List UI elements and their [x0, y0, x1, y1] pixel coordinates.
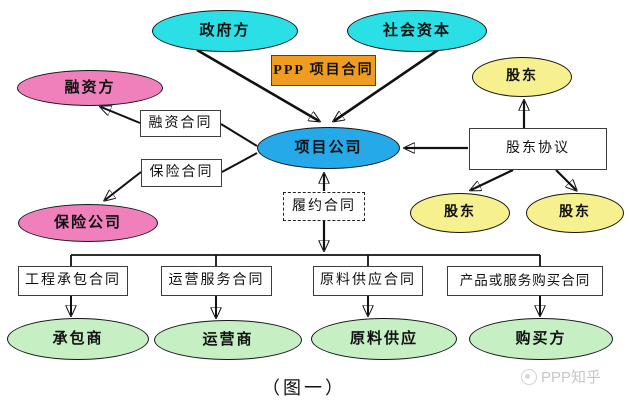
node-label: 购买方: [515, 330, 567, 347]
node-social-capital: 社会资本: [347, 10, 487, 52]
node-shareholder-left: 股东: [410, 193, 510, 233]
node-label: 保险公司: [53, 214, 122, 231]
node-label: PPP 项目合同: [273, 62, 374, 78]
node-label: 融资方: [64, 79, 116, 96]
node-epc-contract: 工程承包合同: [18, 266, 128, 296]
node-label: 运营商: [202, 331, 254, 348]
edge-insurance-contract-to-insurance-company: [105, 171, 142, 200]
node-label: 股东: [506, 69, 538, 85]
node-label: 社会资本: [382, 22, 451, 39]
edge-project-company-to-financing-contract: [220, 123, 258, 147]
circle-logo-icon: [521, 368, 537, 385]
edge-project-company-to-insurance-contract: [221, 152, 258, 173]
node-label: 股东: [444, 205, 476, 221]
node-supply-contract: 原料供应合同: [313, 266, 423, 296]
edge-shareholder-agreement-to-shareholder-left: [471, 169, 514, 190]
node-insurance-company: 保险公司: [18, 204, 158, 242]
node-label: 项目公司: [294, 139, 363, 156]
edge-social-capital-to-project-company: [334, 48, 439, 121]
edge-government-to-project-company: [196, 48, 319, 121]
node-operator: 运营商: [154, 320, 302, 360]
node-label: 政府方: [199, 22, 251, 39]
node-financing-contract: 融资合同: [140, 110, 221, 137]
node-label: 产品或服务购买合同: [459, 272, 591, 288]
node-label: 运营服务合同: [168, 273, 265, 289]
node-shareholder-top: 股东: [472, 57, 572, 97]
node-operation-contract: 运营服务合同: [161, 266, 272, 296]
node-contractor: 承包商: [7, 318, 149, 360]
node-supplier: 原料供应: [311, 318, 457, 360]
node-insurance-contract: 保险合同: [141, 159, 222, 187]
node-label: 保险合同: [149, 165, 214, 181]
edge-bus-line: [70, 254, 541, 266]
node-performance-contract: 履约合同: [283, 192, 365, 221]
node-label: 承包商: [52, 330, 104, 347]
watermark: PPP知乎: [521, 366, 601, 387]
node-shareholder-agreement: 股东协议: [469, 128, 607, 170]
figure-caption: （图一）: [262, 378, 346, 398]
node-buyer: 购买方: [469, 318, 613, 360]
node-shareholder-right: 股东: [526, 193, 624, 233]
node-label: 工程承包合同: [25, 273, 121, 289]
node-label: 原料供应合同: [320, 273, 416, 289]
node-label: 融资合同: [148, 115, 213, 131]
edge-financing-contract-to-financier: [101, 107, 141, 124]
watermark-brand: PPP知乎: [541, 369, 602, 386]
node-government: 政府方: [152, 10, 298, 52]
node-label: 股东协议: [506, 141, 570, 157]
edge-shareholder-agreement-to-shareholder-right: [555, 169, 576, 190]
node-label: 股东: [559, 205, 591, 221]
node-financier: 融资方: [17, 70, 163, 106]
node-purchase-contract: 产品或服务购买合同: [447, 266, 603, 296]
node-label: 原料供应: [349, 330, 418, 347]
node-project-company: 项目公司: [257, 127, 400, 169]
node-ppp-contract: PPP 项目合同: [271, 55, 376, 86]
node-label: 履约合同: [292, 198, 356, 214]
